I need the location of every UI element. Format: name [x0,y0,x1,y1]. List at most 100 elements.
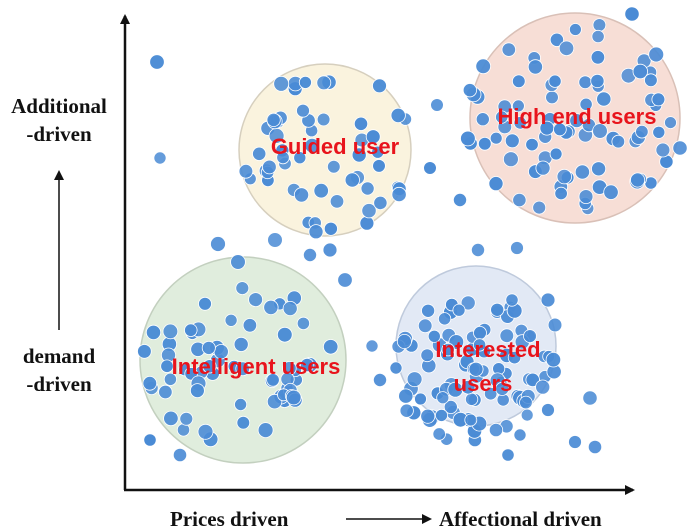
user-dot [323,221,338,236]
user-dot [664,116,677,129]
user-dot [549,147,563,161]
user-dot [224,313,238,327]
user-dot [578,189,594,205]
user-dot [547,317,563,333]
user-dot [143,433,157,447]
user-dot [630,172,646,188]
user-dot [391,186,407,203]
user-dot [365,339,379,353]
y-top-label-line2: -driven [26,122,92,146]
user-dot [230,254,246,270]
user-dot [512,193,527,208]
user-dot [596,91,612,107]
user-dot [266,373,280,387]
user-dot [505,293,519,307]
user-dot [273,75,290,92]
user-dot [477,137,492,151]
user-dot [160,359,174,373]
user-dot [296,103,310,118]
user-dot [235,361,251,377]
user-dot [484,387,498,401]
user-dot [296,316,310,330]
user-dot [210,236,226,252]
user-dot [304,137,320,154]
user-dot [488,422,504,438]
user-dot [441,342,455,357]
user-dot [590,73,605,89]
user-dot [523,329,537,344]
interested-users-label-line1: Interested [435,337,540,362]
user-dot [495,110,509,124]
user-dot [371,145,385,159]
user-dot [149,54,165,70]
user-dot [276,150,290,165]
user-dot [137,344,152,359]
user-dot [591,29,605,44]
user-dot [372,372,387,387]
user-dot [302,247,317,262]
user-dot [648,46,665,63]
intelligent-users-label: Intelligent users [172,354,341,379]
user-dot [501,42,517,57]
user-dot [437,312,452,326]
user-dot [361,203,377,219]
user-dot [468,361,484,377]
interested-users-label-line2: users [454,371,513,396]
user-dot [179,411,194,426]
user-dot [591,161,607,177]
user-dot [163,410,179,427]
user-dot [527,59,544,75]
user-dot [233,336,249,352]
user-dot [632,63,649,80]
user-dot [365,129,381,145]
user-dot [489,131,503,145]
user-dot [372,78,387,94]
user-dot [655,142,671,158]
user-dot [490,302,505,317]
user-dot [545,90,559,105]
user-dot [420,408,436,424]
user-dot [519,395,533,410]
user-dot [242,318,258,333]
user-dot [293,151,307,165]
user-dot [184,323,198,337]
user-dot [172,447,188,463]
axes [120,14,635,495]
user-dot [390,107,406,124]
user-dot [587,439,603,455]
user-dot [672,140,688,156]
user-dot [443,399,458,414]
user-dot [470,242,485,257]
user-dot [574,164,591,180]
user-dot [234,397,248,411]
user-dot [353,116,369,131]
user-dot [507,350,522,365]
x-left-label: Prices driven [170,507,289,531]
user-dot [322,242,338,258]
user-dot [460,130,476,147]
y-bottom-label-line2: -driven [26,372,92,396]
user-dot [398,388,414,404]
user-dot [145,324,162,340]
user-dot [644,73,658,87]
user-dot [569,23,582,36]
user-dot [351,147,367,163]
user-dot [267,232,283,248]
user-dot [475,58,492,75]
user-dot [236,415,251,430]
user-dot [298,75,312,89]
user-dot [414,392,427,406]
user-dot [520,408,534,422]
user-dot [635,124,649,139]
user-dot [525,372,540,388]
user-dot [344,172,360,188]
user-dot [436,391,450,405]
user-dot [603,184,619,200]
user-dot [434,408,448,422]
user-dot [495,381,510,396]
user-dot [308,224,324,240]
user-dot [417,318,433,334]
user-dot [592,18,607,32]
user-dot [652,125,666,139]
